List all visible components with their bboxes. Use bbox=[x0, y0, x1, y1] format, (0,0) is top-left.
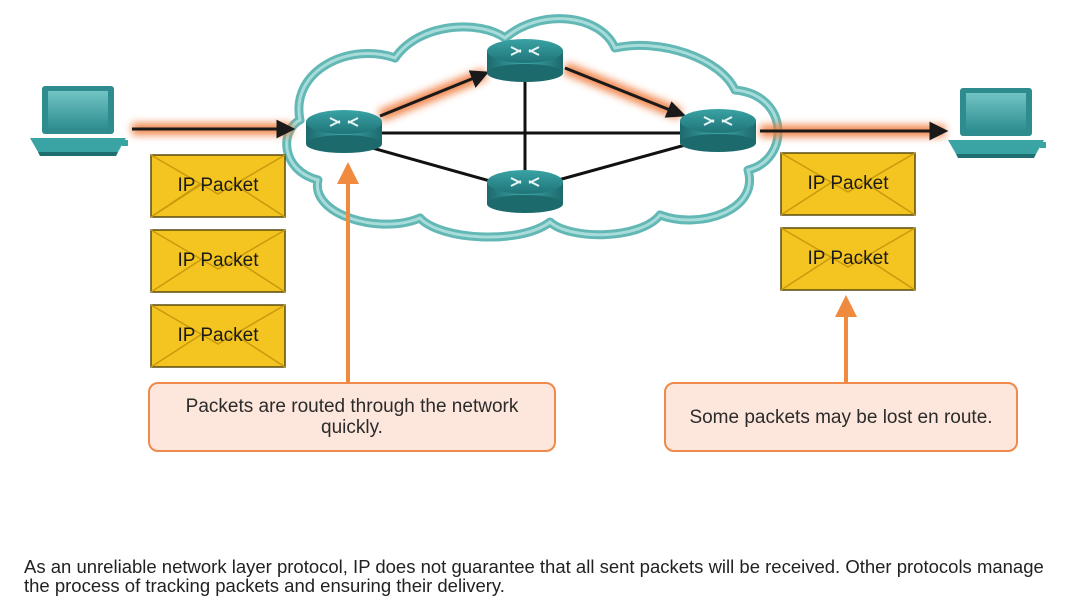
router-icon bbox=[306, 110, 382, 153]
packet-path bbox=[132, 62, 949, 141]
callout-routed-quickly: Packets are routed through the network q… bbox=[148, 382, 556, 452]
envelope-icon bbox=[150, 154, 286, 218]
packet-label: IP Packet bbox=[177, 250, 259, 271]
callout-packets-lost: Some packets may be lost en route. bbox=[664, 382, 1018, 452]
computer-icon bbox=[948, 88, 1046, 158]
callout-pointer-right bbox=[835, 295, 857, 382]
computer-icon bbox=[30, 86, 128, 156]
ip-packet-envelope: IP Packet bbox=[150, 154, 286, 218]
envelope-icon bbox=[150, 229, 286, 293]
packet-label: IP Packet bbox=[807, 248, 889, 269]
callout-pointer-left bbox=[337, 162, 359, 382]
ip-packet-envelope: IP Packet bbox=[780, 152, 916, 216]
router-icon bbox=[680, 109, 756, 152]
packet-label: IP Packet bbox=[177, 175, 259, 196]
diagram-caption: As an unreliable network layer protocol,… bbox=[24, 556, 1044, 596]
envelope-icon bbox=[150, 304, 286, 368]
envelope-icon bbox=[780, 152, 916, 216]
callout-text: Some packets may be lost en route. bbox=[689, 406, 993, 428]
packet-label: IP Packet bbox=[807, 173, 889, 194]
envelope-icon bbox=[780, 227, 916, 291]
router-icon bbox=[487, 39, 563, 82]
ip-packet-envelope: IP Packet bbox=[150, 229, 286, 293]
network-cloud bbox=[282, 14, 783, 242]
packet-label: IP Packet bbox=[177, 325, 259, 346]
callout-text: Packets are routed through the network q… bbox=[185, 396, 519, 438]
router-icon bbox=[487, 170, 563, 213]
ip-packet-envelope: IP Packet bbox=[780, 227, 916, 291]
ip-packet-envelope: IP Packet bbox=[150, 304, 286, 368]
